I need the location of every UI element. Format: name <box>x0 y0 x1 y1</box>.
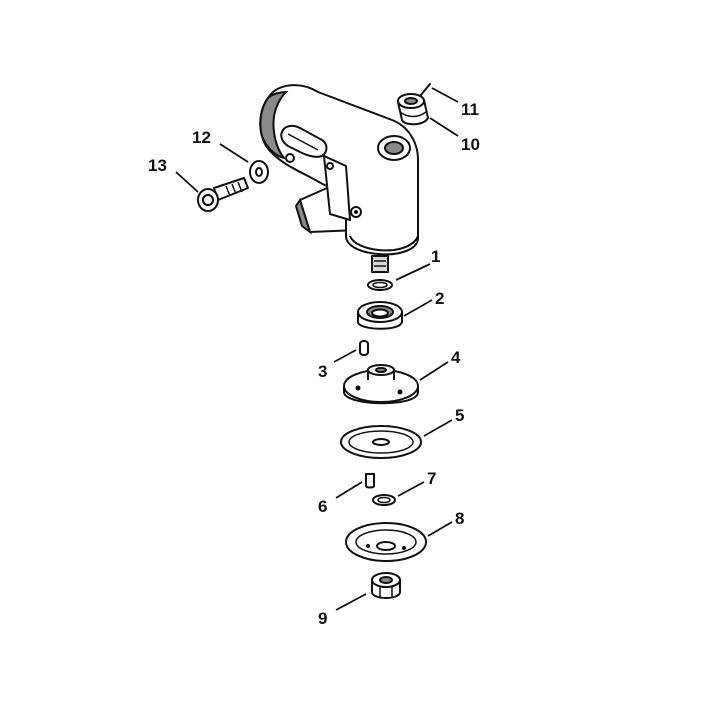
leader-line-10 <box>429 117 459 137</box>
leader-line-13 <box>175 171 199 193</box>
gear-housing[interactable] <box>259 84 419 273</box>
callout-12: 12 <box>192 128 211 147</box>
part-12-washer[interactable] <box>249 160 269 184</box>
leader-line-4 <box>419 361 449 381</box>
callout-10: 10 <box>461 135 480 154</box>
part-13-bolt[interactable] <box>197 177 249 212</box>
leader-line-6 <box>335 481 363 499</box>
part-11-screw[interactable] <box>419 83 431 97</box>
callout-2: 2 <box>435 289 444 308</box>
callout-13: 13 <box>148 156 167 175</box>
part-3-key[interactable] <box>359 340 369 356</box>
part-1-o-ring[interactable] <box>367 279 393 291</box>
leader-line-7 <box>397 481 425 497</box>
leader-line-9 <box>335 593 367 611</box>
leader-line-3 <box>333 349 357 363</box>
part-10-plug[interactable] <box>397 93 429 126</box>
part-9-nut[interactable] <box>371 572 401 599</box>
callout-1: 1 <box>431 247 440 266</box>
callout-7: 7 <box>427 469 436 488</box>
callout-11: 11 <box>461 100 479 119</box>
leader-line-2 <box>403 299 433 317</box>
leader-line-11 <box>431 87 459 103</box>
part-2-bearing[interactable] <box>357 301 403 330</box>
callout-6: 6 <box>318 497 327 516</box>
callout-8: 8 <box>455 509 464 528</box>
part-5-disc[interactable] <box>340 425 422 459</box>
part-6-pin[interactable] <box>365 473 375 489</box>
leader-line-12 <box>219 143 249 163</box>
leader-line-1 <box>395 263 431 281</box>
part-4-thrust-plate[interactable] <box>343 364 419 405</box>
leader-line-8 <box>427 521 453 537</box>
callout-9: 9 <box>318 609 327 628</box>
callout-4: 4 <box>451 348 461 367</box>
part-7-ring[interactable] <box>372 494 396 506</box>
callout-5: 5 <box>455 406 464 425</box>
callout-3: 3 <box>318 362 327 381</box>
leader-line-5 <box>423 419 453 437</box>
part-8-lower-plate[interactable] <box>345 522 427 562</box>
